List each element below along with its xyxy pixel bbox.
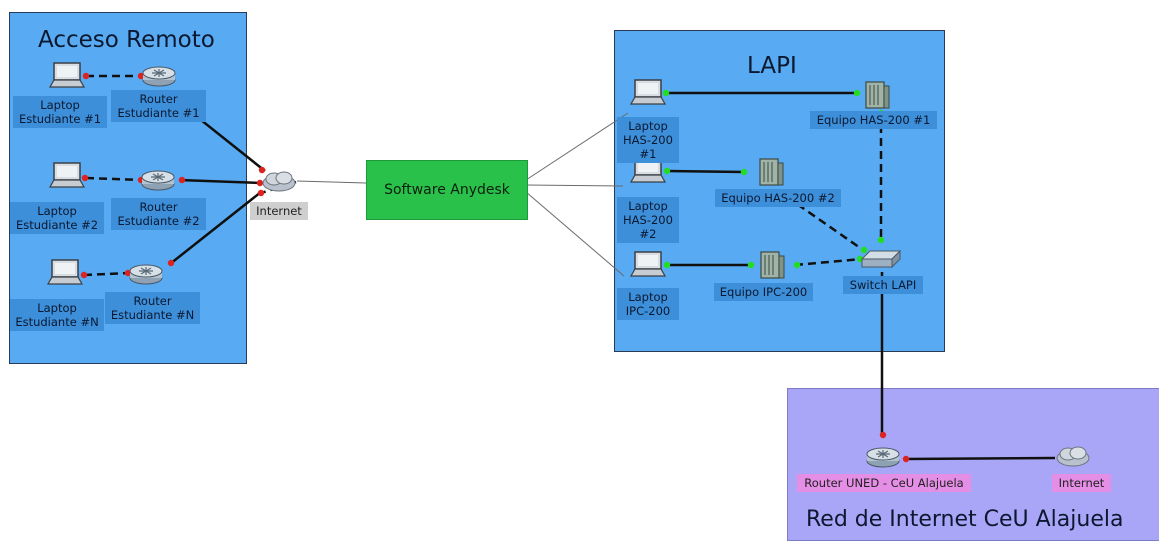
zone-title-lapi: LAPI bbox=[747, 53, 797, 79]
internet-cloud-icon bbox=[262, 171, 296, 192]
label-equipo-has200-1: Equipo HAS-200 #1 bbox=[810, 111, 937, 129]
label-equipo-ipc200: Equipo IPC-200 bbox=[714, 283, 813, 301]
zone-title-ceu-alajuela: Red de Internet CeU Alajuela bbox=[806, 507, 1124, 532]
zone-ceu-alajuela: Red de Internet CeU Alajuela bbox=[787, 388, 1159, 541]
label-router-estudiante-1: Router Estudiante #1 bbox=[111, 90, 206, 122]
label-laptop-has200-1: Laptop HAS-200 #1 bbox=[617, 117, 679, 163]
label-router-estudiante-n: Router Estudiante #N bbox=[105, 292, 200, 324]
label-laptop-estudiante-n: Laptop Estudiante #N bbox=[10, 299, 104, 331]
label-laptop-estudiante-1: Laptop Estudiante #1 bbox=[13, 96, 107, 128]
label-equipo-has200-2: Equipo HAS-200 #2 bbox=[715, 189, 841, 207]
label-router-uned: Router UNED - CeU Alajuela bbox=[797, 474, 971, 492]
zone-title-acceso-remoto: Acceso Remoto bbox=[38, 27, 215, 53]
label-router-estudiante-2: Router Estudiante #2 bbox=[111, 198, 206, 230]
label-laptop-ipc200: Laptop IPC-200 bbox=[617, 288, 679, 320]
label-internet: Internet bbox=[250, 202, 308, 220]
label-laptop-has200-2: Laptop HAS-200 #2 bbox=[617, 197, 679, 243]
label-switch-lapi: Switch LAPI bbox=[843, 276, 923, 294]
label-laptop-estudiante-2: Laptop Estudiante #2 bbox=[10, 202, 104, 234]
label-internet-ceu: Internet bbox=[1052, 474, 1111, 492]
software-anydesk: Software Anydesk bbox=[366, 160, 528, 220]
